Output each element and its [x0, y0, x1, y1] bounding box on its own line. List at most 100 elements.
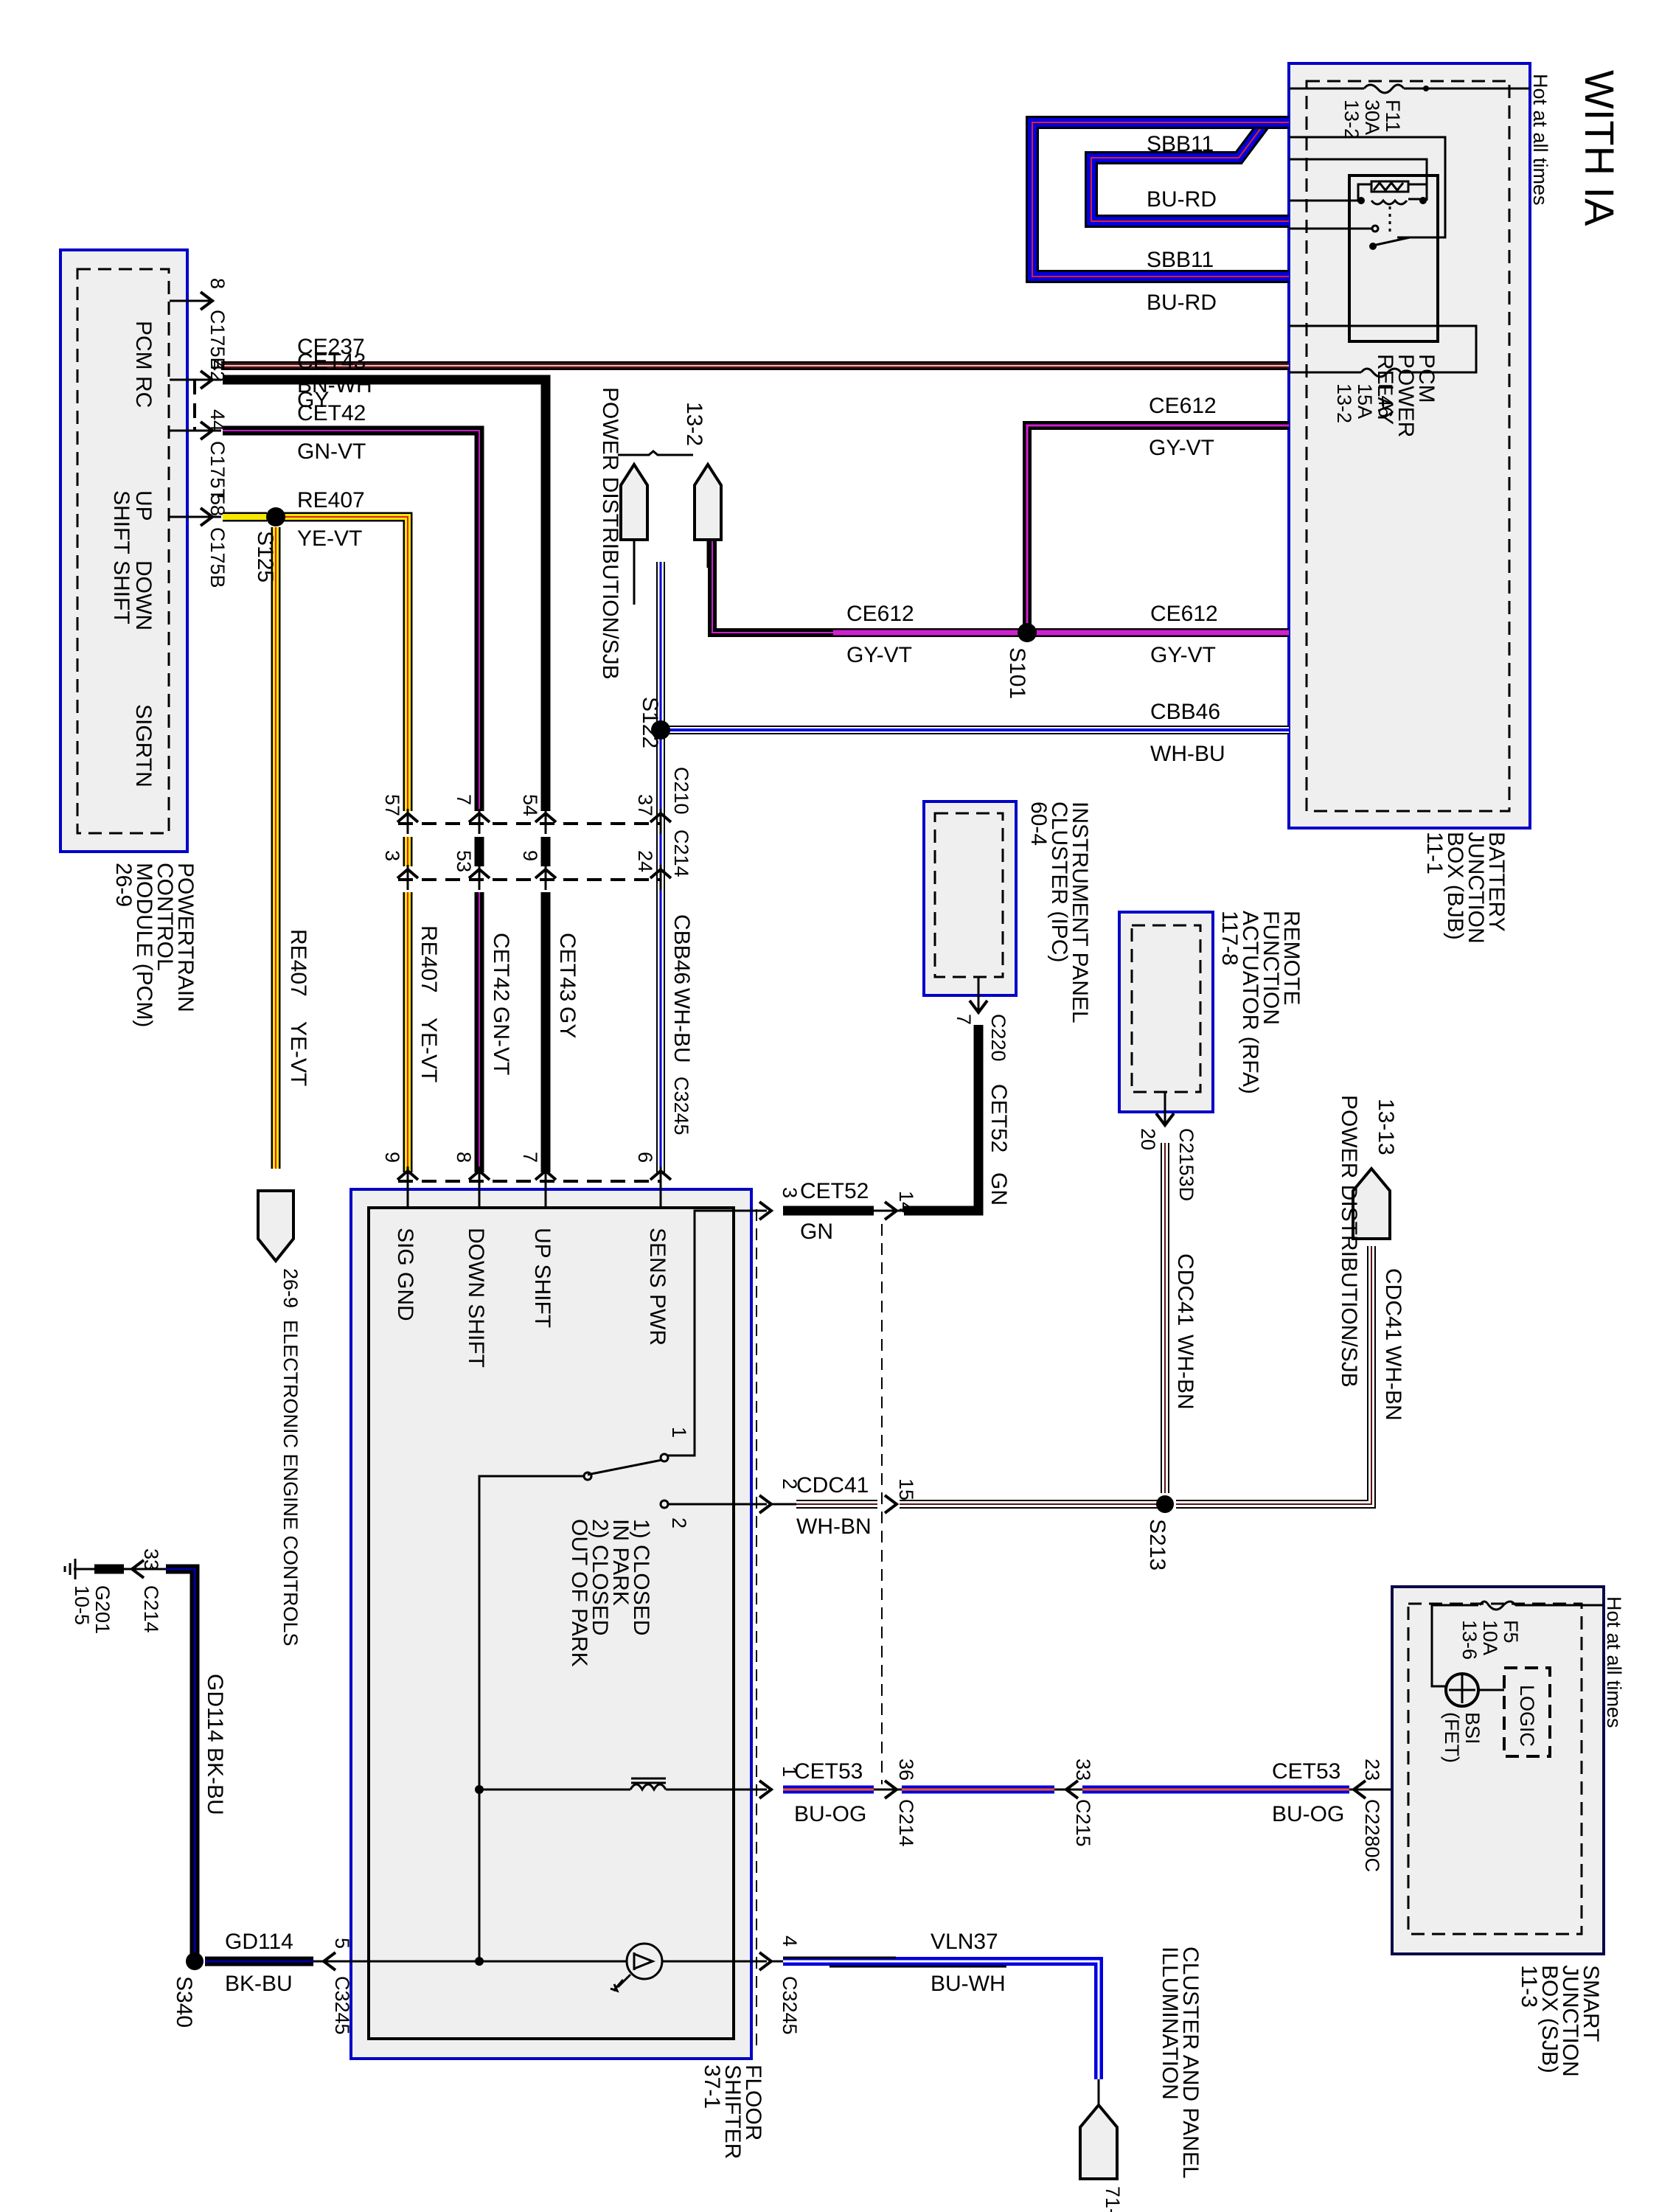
svg-text:POWER DISTRIBUTION/SJB: POWER DISTRIBUTION/SJB — [1337, 1095, 1361, 1388]
electronic-engine-controls-ref[interactable]: 26-9 ELECTRONIC ENGINE CONTROLS — [257, 1189, 302, 1646]
svg-text:C3245: C3245 — [779, 1976, 801, 2035]
wire-label: WH-BN — [796, 1514, 872, 1539]
svg-text:13-6: 13-6 — [1458, 1620, 1481, 1660]
splice-s213 — [1156, 1495, 1174, 1513]
connector-shifter-pin2[interactable]: 2 — [758, 1478, 801, 1514]
svg-text:5: 5 — [331, 1938, 353, 1949]
powertrain-control-module[interactable]: PCM RC UP SHIFT DOWN SHIFT SIGRTN POWERT… — [59, 248, 198, 1027]
connector-shifter-pin1[interactable]: 1 — [758, 1766, 801, 1800]
wire-cet42[interactable] — [223, 425, 484, 1172]
wire-label: CET53 — [1272, 1759, 1340, 1784]
power-distribution-ref-right[interactable]: 13-13 POWER DISTRIBUTION/SJB — [1337, 1095, 1398, 1388]
svg-text:SENS PWR: SENS PWR — [645, 1228, 669, 1346]
connector-c210-pin[interactable]: 57 — [381, 794, 420, 834]
connector-c3245_top-pin[interactable]: 8 — [453, 1152, 491, 1192]
connector-c3245-pin4[interactable]: 4 C3245 — [758, 1935, 801, 2035]
svg-text:13-2: 13-2 — [1333, 383, 1355, 423]
connector-cet52-pin14[interactable]: 14 — [883, 1191, 917, 1221]
svg-text:2: 2 — [779, 1478, 801, 1489]
svg-text:14: 14 — [895, 1191, 917, 1213]
connector-c175b-pin58[interactable]: 58 C175B — [170, 494, 229, 588]
wire-label: CET42 — [489, 933, 513, 1001]
connector-c175t-pin44[interactable]: 44 C175T — [170, 409, 229, 501]
battery-junction-box[interactable]: Hot at all times BATTERY JUNCTION BOX (B… — [1287, 62, 1551, 944]
wire-label: GN-VT — [297, 439, 366, 464]
wire-label: WH-BU — [1150, 742, 1225, 766]
svg-text:33: 33 — [140, 1548, 162, 1571]
wire-label: RE407 — [417, 925, 441, 993]
svg-text:7: 7 — [953, 1014, 975, 1025]
splice-label: S125 — [253, 531, 277, 582]
wire-sbb11[interactable] — [1026, 116, 1289, 283]
wire-re407[interactable] — [223, 512, 413, 1172]
connector-c214_mid-pin[interactable]: 24 — [634, 850, 672, 890]
pin-number: 24 — [634, 850, 656, 872]
wire-label: GY-VT — [1149, 436, 1214, 460]
svg-text:SHIFT: SHIFT — [109, 560, 133, 625]
svg-text:BOX (SJB): BOX (SJB) — [1537, 1965, 1562, 2073]
wire-label: BU-OG — [1272, 1802, 1344, 1826]
wire-cbb46[interactable] — [656, 562, 1289, 1172]
smart-junction-box[interactable]: Hot at all times LOGIC BSI (FET) F5 10A … — [1391, 1585, 1625, 2077]
wire-vln37[interactable] — [770, 1956, 1103, 2105]
connector-c3245-pin5[interactable]: 5 C3245 — [321, 1938, 353, 2035]
connector-shifter-pin3[interactable]: 3 — [758, 1187, 801, 1221]
svg-text:JUNCTION: JUNCTION — [1464, 832, 1488, 944]
svg-text:CONTROL: CONTROL — [153, 863, 177, 971]
svg-text:2) CLOSED: 2) CLOSED — [588, 1519, 612, 1635]
wire-cdc41[interactable] — [770, 1143, 1376, 1509]
connector-id: C214 — [670, 830, 692, 877]
connector-c214-pin33[interactable]: 33 C214 — [129, 1548, 162, 1633]
svg-text:JUNCTION: JUNCTION — [1558, 1965, 1582, 2077]
instrument-panel-cluster[interactable]: 7 C220 INSTRUMENT PANEL CLUSTER (IPC) 60… — [922, 800, 1092, 1062]
wire-label: CDC41 — [1381, 1268, 1405, 1340]
connector-c214_mid-pin[interactable]: 9 — [519, 850, 557, 890]
svg-text:SMART: SMART — [1579, 1965, 1603, 2042]
connector-c210-pin[interactable]: 7 — [453, 794, 491, 834]
wire-label: VLN37 — [931, 1930, 998, 1954]
svg-text:REMOTE: REMOTE — [1279, 911, 1304, 1005]
svg-text:13-2: 13-2 — [682, 402, 706, 446]
pin-number: 6 — [634, 1152, 656, 1163]
pin-number: 3 — [381, 850, 403, 861]
power-distribution-ref-top[interactable]: 13-2 POWER DISTRIBUTION/SJB — [598, 387, 723, 680]
svg-text:C220: C220 — [987, 1014, 1009, 1062]
svg-text:POWERTRAIN: POWERTRAIN — [173, 863, 198, 1012]
connector-c2280c[interactable]: 23 C2280C — [1351, 1759, 1383, 1872]
remote-function-actuator[interactable]: 20 C2153D REMOTE FUNCTION ACTUATOR (RFA)… — [1118, 911, 1304, 1201]
svg-text:33: 33 — [1072, 1759, 1094, 1781]
connector-c214_mid-pin[interactable]: 3 — [381, 850, 420, 890]
bjb-label: BATTERY JUNCTION BOX (BJB) 11-1 — [1422, 832, 1509, 944]
wire-label: CDC41 — [1173, 1253, 1197, 1326]
cluster-illumination-ref[interactable]: 71-2 CLUSTER AND PANEL ILLUMINATION — [1079, 1947, 1203, 2212]
svg-text:C3245: C3245 — [331, 1976, 353, 2035]
wire-label: GY — [555, 1006, 580, 1038]
wire-label: GD114 — [225, 1930, 293, 1954]
connector-c175b-pin8[interactable]: 8 C175B — [170, 278, 229, 371]
connector-c210-pin[interactable]: 54 — [519, 794, 557, 834]
wire-label: YE-VT — [297, 526, 362, 551]
connector-c214_mid-pin[interactable]: 53 — [453, 850, 491, 890]
connector-c215[interactable]: 33 C215 — [1063, 1759, 1094, 1847]
svg-text:C2280C: C2280C — [1361, 1799, 1383, 1872]
pin-number: 54 — [519, 794, 541, 816]
connector-cdc41-pin15[interactable]: 15 — [883, 1478, 917, 1514]
wire-gd114[interactable] — [74, 1564, 313, 1966]
floor-shifter[interactable]: SIG GND DOWN SHIFT UP SHIFT SENS PWR 1 2… — [310, 1181, 767, 2159]
svg-text:BOX (BJB): BOX (BJB) — [1443, 832, 1467, 940]
svg-text:FUNCTION: FUNCTION — [1259, 911, 1283, 1025]
wire-ce612[interactable] — [708, 421, 1289, 637]
svg-text:CLUSTER (IPC): CLUSTER (IPC) — [1047, 801, 1071, 962]
svg-text:11-1: 11-1 — [1422, 832, 1447, 874]
wire-label: BU-OG — [794, 1802, 866, 1826]
connector-c210-pin[interactable]: 37 — [634, 794, 672, 834]
svg-text:G201: G201 — [91, 1585, 114, 1634]
svg-text:POWER DISTRIBUTION/SJB: POWER DISTRIBUTION/SJB — [598, 387, 622, 680]
wire-cet43[interactable] — [223, 375, 551, 1172]
wire-label: CDC41 — [796, 1473, 869, 1498]
wire-label: GY-VT — [1150, 643, 1216, 667]
splice-label: S340 — [172, 1976, 196, 2028]
connector-c3245_top-pin[interactable]: 6 — [634, 1152, 672, 1192]
connector-c214-pin36[interactable]: 36 C214 — [883, 1759, 917, 1847]
